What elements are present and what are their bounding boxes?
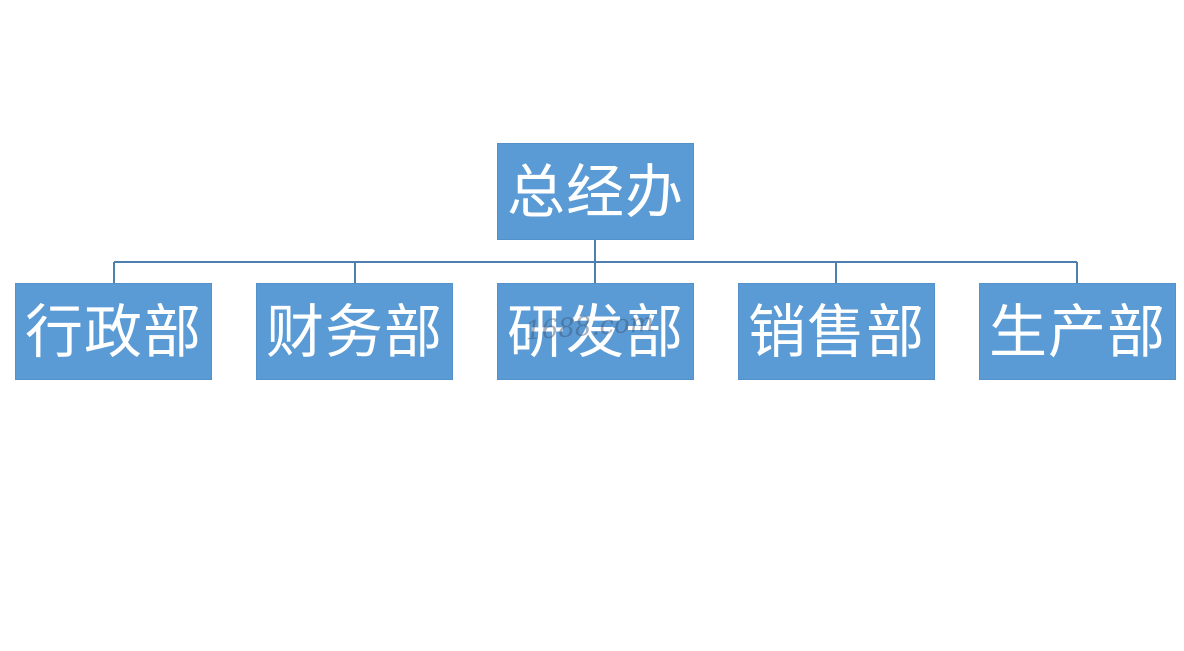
node-production-dept-label: 生产部 bbox=[988, 297, 1166, 366]
node-general-office-label: 总经办 bbox=[506, 157, 684, 226]
node-rnd-dept-label: 研发部 bbox=[506, 297, 684, 366]
node-admin-dept: 行政部 bbox=[15, 283, 212, 380]
node-finance-dept-label: 财务部 bbox=[265, 297, 443, 366]
node-production-dept: 生产部 bbox=[979, 283, 1176, 380]
node-general-office: 总经办 bbox=[497, 143, 694, 240]
node-finance-dept: 财务部 bbox=[256, 283, 453, 380]
node-sales-dept: 销售部 bbox=[738, 283, 935, 380]
node-admin-dept-label: 行政部 bbox=[24, 297, 202, 366]
node-sales-dept-label: 销售部 bbox=[747, 297, 925, 366]
node-rnd-dept: 研发部 bbox=[497, 283, 694, 380]
